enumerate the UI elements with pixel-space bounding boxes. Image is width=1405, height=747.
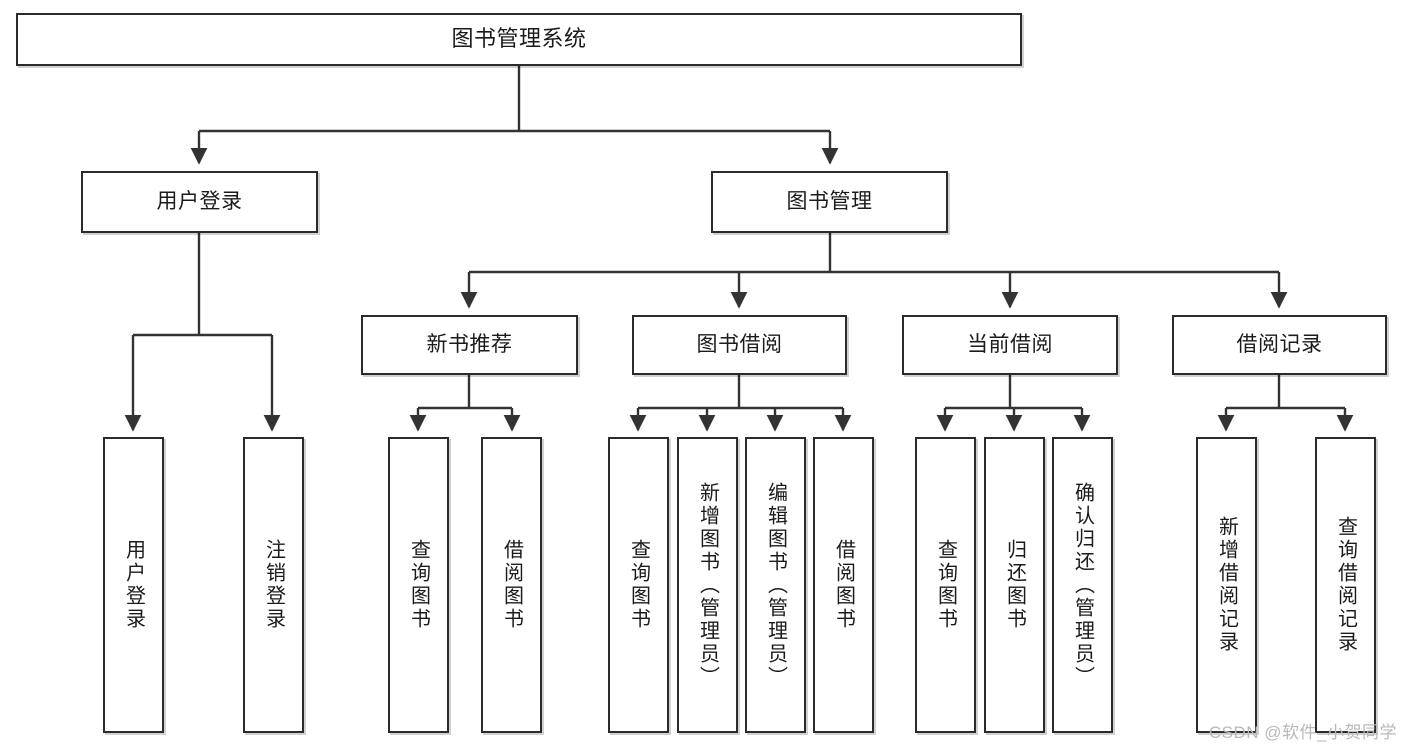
- node-label: 借阅图书: [500, 539, 523, 631]
- node-label: 确认归还（管理员）: [1071, 481, 1094, 689]
- node-book-manage[interactable]: 图书管理: [711, 171, 948, 233]
- node-label: 用户登录: [156, 190, 243, 214]
- node-label: 查询图书: [407, 539, 430, 631]
- node-label: 新增借阅记录: [1215, 516, 1238, 654]
- node-label: 查询借阅记录: [1334, 516, 1357, 654]
- leaf-edit-book[interactable]: 编辑图书（管理员）: [745, 437, 806, 733]
- node-label: 查询图书: [934, 539, 957, 631]
- leaf-return-book[interactable]: 归还图书: [984, 437, 1045, 733]
- node-label: 借阅记录: [1236, 333, 1323, 357]
- node-user-login[interactable]: 用户登录: [81, 171, 318, 233]
- node-label: 查询图书: [627, 539, 650, 631]
- node-label: 图书借阅: [696, 333, 783, 357]
- leaf-borrow-book-1[interactable]: 借阅图书: [481, 437, 542, 733]
- leaf-query-record[interactable]: 查询借阅记录: [1315, 437, 1376, 733]
- node-new-book-rec[interactable]: 新书推荐: [361, 315, 578, 375]
- node-borrow-record[interactable]: 借阅记录: [1172, 315, 1387, 375]
- leaf-confirm-return[interactable]: 确认归还（管理员）: [1052, 437, 1113, 733]
- leaf-add-record[interactable]: 新增借阅记录: [1196, 437, 1257, 733]
- watermark: CSDN @软件_小贺同学: [1208, 723, 1397, 742]
- node-label: 图书管理: [786, 190, 873, 214]
- node-label: 新书推荐: [426, 333, 513, 357]
- node-label: 用户登录: [122, 539, 145, 631]
- node-label: 编辑图书（管理员）: [764, 481, 787, 689]
- node-label: 当前借阅: [967, 333, 1053, 357]
- leaf-user-login[interactable]: 用户登录: [103, 437, 164, 733]
- node-label: 注销登录: [262, 539, 285, 631]
- node-label: 图书管理系统: [451, 26, 587, 52]
- leaf-add-book[interactable]: 新增图书（管理员）: [677, 437, 738, 733]
- leaf-query-book-3[interactable]: 查询图书: [915, 437, 976, 733]
- leaf-query-book-2[interactable]: 查询图书: [608, 437, 669, 733]
- leaf-borrow-book-2[interactable]: 借阅图书: [813, 437, 874, 733]
- node-book-borrow[interactable]: 图书借阅: [632, 315, 847, 375]
- leaf-query-book-1[interactable]: 查询图书: [388, 437, 449, 733]
- node-label: 新增图书（管理员）: [696, 481, 719, 689]
- leaf-logout[interactable]: 注销登录: [243, 437, 304, 733]
- node-current-borrow[interactable]: 当前借阅: [902, 315, 1118, 375]
- node-label: 借阅图书: [832, 539, 855, 631]
- node-label: 归还图书: [1003, 539, 1026, 631]
- node-root[interactable]: 图书管理系统: [16, 13, 1022, 66]
